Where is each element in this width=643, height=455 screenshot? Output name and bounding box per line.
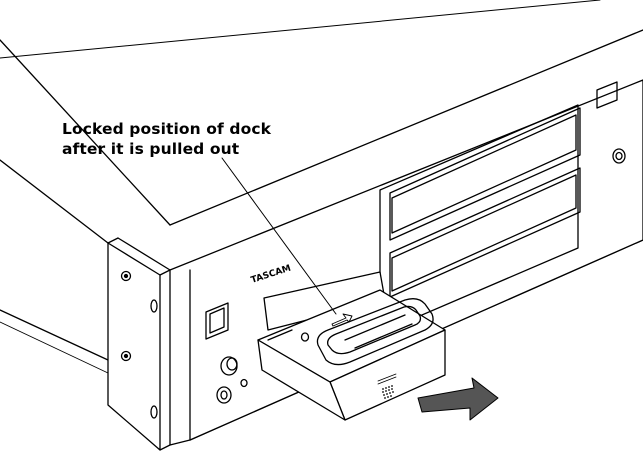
screw-icon [120,270,132,282]
round-button-icon[interactable] [612,148,626,164]
callout-label: Locked position of dock after it is pull… [62,119,322,159]
callout-line-2: after it is pulled out [62,140,240,158]
power-button-icon[interactable] [205,302,229,340]
callout-leader-line [221,157,337,315]
knob-icon[interactable] [220,356,238,376]
square-button-icon[interactable] [596,81,618,109]
grille-dots [382,385,394,399]
small-jack-icon [240,378,248,388]
dock-tray [257,271,446,421]
jack-icon[interactable] [216,386,232,404]
rack-ear [107,237,171,451]
arrow-right-down-icon [417,377,499,421]
callout-line-1: Locked position of dock [62,120,272,138]
screw-icon [120,350,132,362]
